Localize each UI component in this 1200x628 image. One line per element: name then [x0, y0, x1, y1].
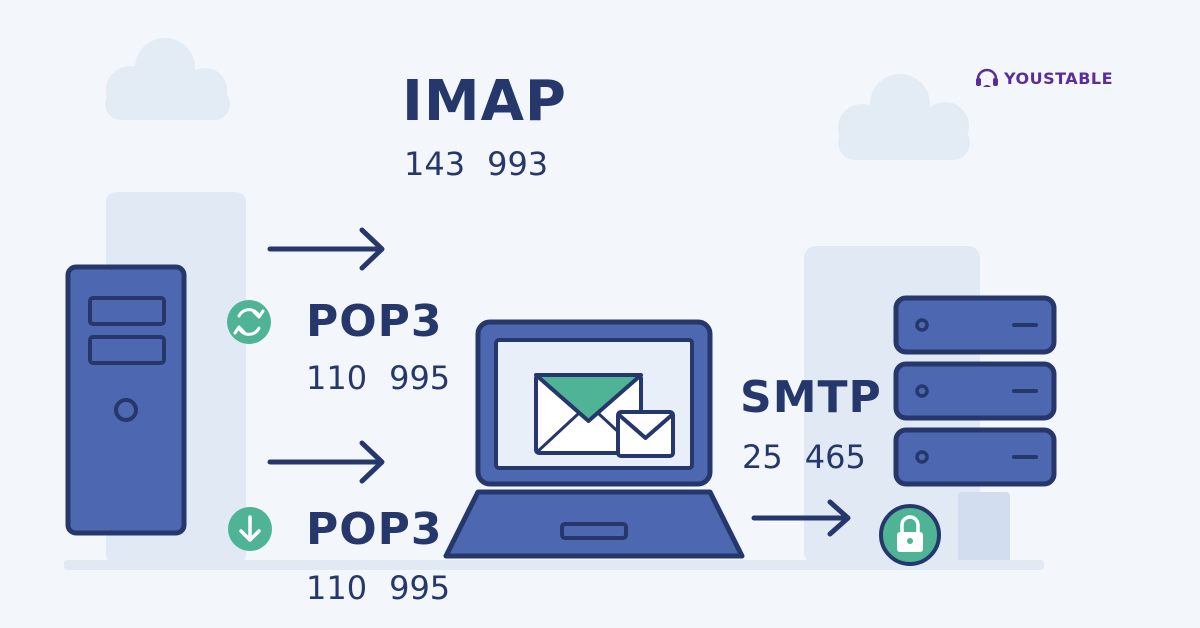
cloud-right	[838, 74, 970, 160]
pop3-sync-title: POP3	[306, 296, 443, 347]
arrow-to-pop3	[267, 440, 385, 484]
headset-cloud-icon	[976, 68, 998, 87]
download-icon	[228, 507, 272, 551]
pop3-download-port-2: 995	[389, 569, 451, 607]
arrow-to-imap	[267, 227, 385, 271]
imap-title: IMAP	[402, 69, 567, 134]
brand-name: YOUSTABLE	[1004, 68, 1114, 88]
smtp-title: SMTP	[740, 372, 882, 423]
pop3-sync-port-2: 995	[389, 359, 451, 397]
imap-port-1: 143	[404, 145, 466, 183]
lock-icon	[879, 504, 941, 566]
imap-port-2: 993	[487, 145, 549, 183]
smtp-port-1: 25	[742, 438, 783, 476]
smtp-ports: 25 465	[742, 441, 866, 473]
cloud-left	[105, 38, 230, 120]
arrow-to-lock	[751, 499, 851, 537]
server-tower-icon	[65, 264, 187, 536]
ground-line	[64, 560, 1044, 570]
pop3-download-port-1: 110	[306, 569, 368, 607]
smtp-port-2: 465	[804, 438, 866, 476]
imap-ports: 143 993	[404, 148, 548, 180]
pop3-download-ports: 110 995	[306, 572, 450, 604]
pop3-download-title: POP3	[306, 504, 443, 555]
envelope-large-icon	[534, 373, 643, 455]
sync-icon	[227, 300, 271, 344]
pop3-sync-port-1: 110	[306, 359, 368, 397]
bg-panel-small	[958, 492, 1010, 564]
brand-logo: YOUSTABLE	[974, 63, 1113, 93]
server-stack-icon	[893, 295, 1057, 487]
pop3-sync-ports: 110 995	[306, 362, 450, 394]
envelope-small-icon	[616, 410, 675, 458]
